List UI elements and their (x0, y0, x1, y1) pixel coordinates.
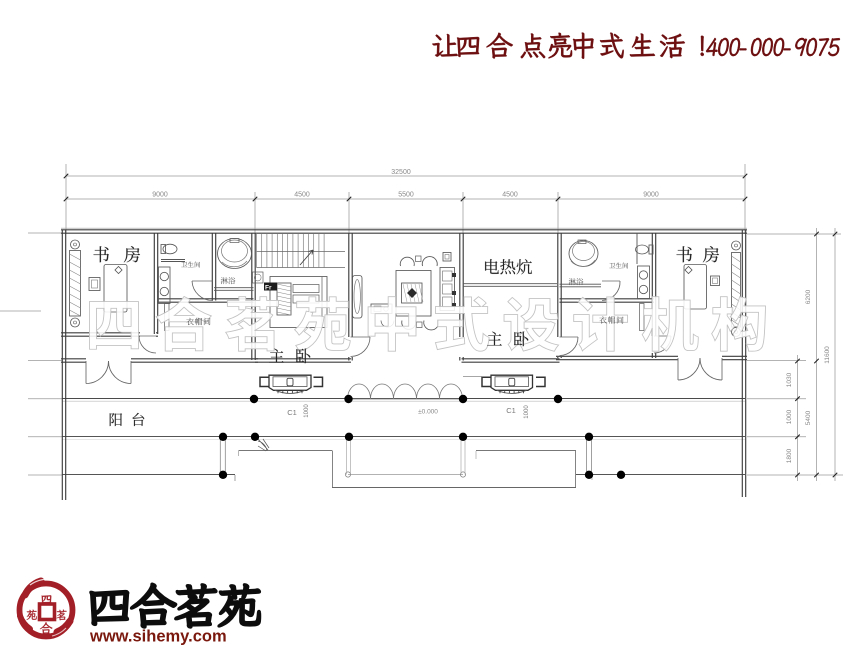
svg-text:www.sihemy.com: www.sihemy.com (89, 628, 227, 646)
svg-text:1800: 1800 (786, 448, 793, 463)
svg-text:11600: 11600 (824, 346, 831, 364)
svg-text:±0.000: ±0.000 (418, 409, 438, 416)
svg-text:5500: 5500 (398, 192, 414, 199)
svg-text:C1: C1 (287, 408, 297, 417)
svg-text:C1: C1 (506, 406, 516, 415)
svg-text:9000: 9000 (643, 192, 659, 199)
svg-text:1000: 1000 (786, 409, 793, 424)
svg-text:1030: 1030 (786, 372, 793, 387)
svg-text:9000: 9000 (152, 192, 168, 199)
svg-text:4500: 4500 (294, 192, 310, 199)
svg-text:1000: 1000 (524, 405, 530, 419)
svg-text:Fr: Fr (265, 285, 272, 292)
svg-text:6200: 6200 (805, 289, 812, 304)
svg-text:1000: 1000 (304, 404, 310, 418)
svg-text:32500: 32500 (391, 169, 411, 176)
svg-text:4500: 4500 (502, 192, 518, 199)
svg-text:5400: 5400 (805, 410, 812, 425)
